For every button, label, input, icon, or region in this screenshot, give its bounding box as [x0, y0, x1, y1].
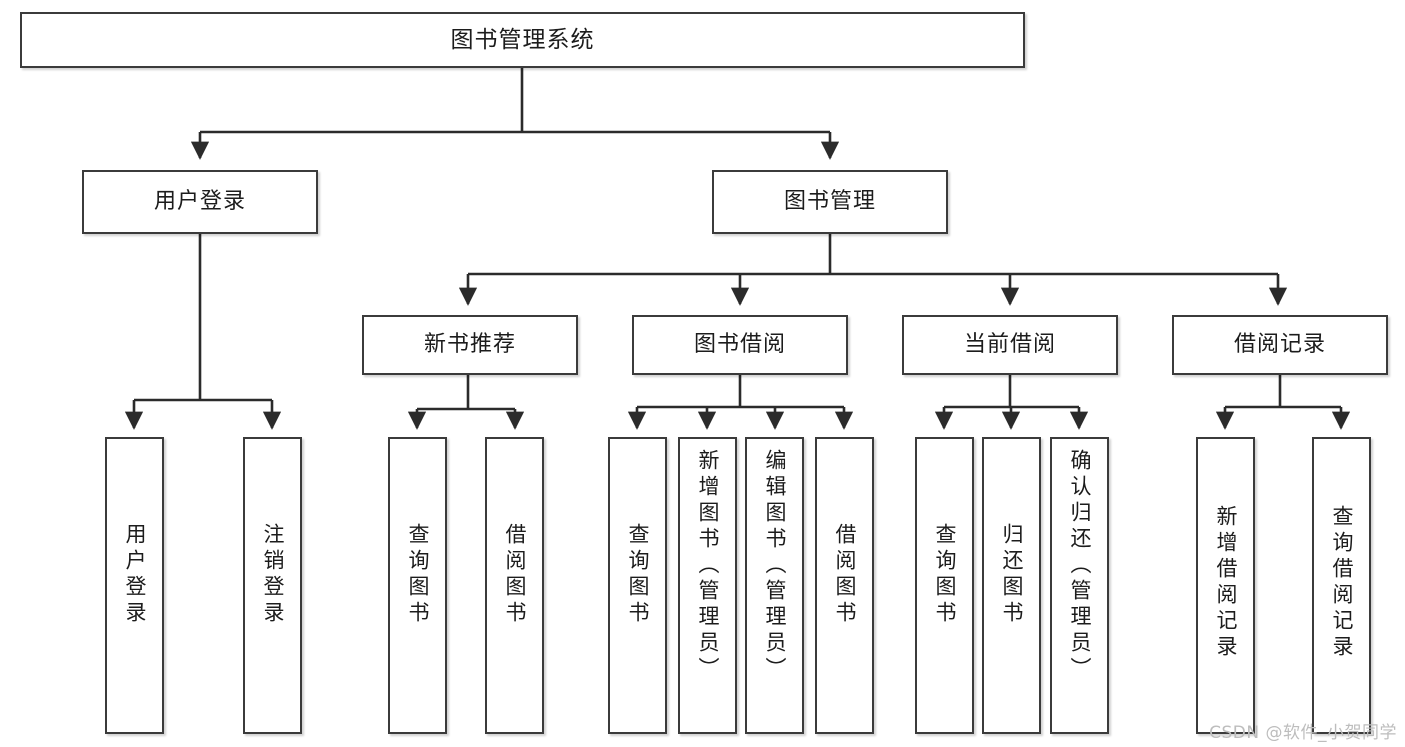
node-label: 查询借阅记录: [1330, 505, 1354, 661]
leaf-query-book-recommend[interactable]: 查询图书: [388, 437, 447, 734]
node-label: 借阅图书: [833, 523, 857, 627]
leaf-query-book[interactable]: 查询图书: [608, 437, 667, 734]
node-label: 注销登录: [261, 523, 285, 627]
csdn-watermark: CSDN @软件_小贺同学: [1209, 723, 1397, 743]
leaf-borrow-book[interactable]: 借阅图书: [815, 437, 874, 734]
node-label: 借阅记录: [1233, 332, 1326, 358]
leaf-confirm-return-admin[interactable]: 确认归还（管理员）: [1050, 437, 1109, 734]
node-label: 用户登录: [123, 523, 147, 627]
leaf-query-book-current[interactable]: 查询图书: [915, 437, 974, 734]
node-label: 当前借阅: [963, 332, 1056, 358]
node-label: 查询图书: [406, 523, 430, 627]
node-label: 借阅图书: [503, 523, 527, 627]
node-label: 查询图书: [626, 523, 650, 627]
node-borrow-record[interactable]: 借阅记录: [1172, 315, 1388, 375]
node-label: 图书管理系统: [450, 26, 595, 53]
node-label: 新增图书（管理员）: [696, 449, 720, 683]
node-label: 用户登录: [153, 189, 246, 215]
node-book-manage[interactable]: 图书管理: [712, 170, 948, 234]
node-label: 归还图书: [1000, 523, 1024, 627]
node-label: 图书管理: [783, 189, 876, 215]
leaf-user-logout[interactable]: 注销登录: [243, 437, 302, 734]
node-label: 编辑图书（管理员）: [763, 449, 787, 683]
node-current-borrow[interactable]: 当前借阅: [902, 315, 1118, 375]
leaf-query-borrow-record[interactable]: 查询借阅记录: [1312, 437, 1371, 734]
leaf-add-book-admin[interactable]: 新增图书（管理员）: [678, 437, 737, 734]
node-user-login[interactable]: 用户登录: [82, 170, 318, 234]
node-label: 新增借阅记录: [1214, 505, 1238, 661]
leaf-add-borrow-record[interactable]: 新增借阅记录: [1196, 437, 1255, 734]
node-label: 新书推荐: [423, 332, 516, 358]
leaf-return-book[interactable]: 归还图书: [982, 437, 1041, 734]
leaf-edit-book-admin[interactable]: 编辑图书（管理员）: [745, 437, 804, 734]
node-label: 查询图书: [933, 523, 957, 627]
leaf-user-login[interactable]: 用户登录: [105, 437, 164, 734]
node-label: 确认归还（管理员）: [1068, 449, 1092, 683]
node-new-book-recommend[interactable]: 新书推荐: [362, 315, 578, 375]
node-book-management-system[interactable]: 图书管理系统: [20, 12, 1025, 68]
leaf-borrow-book-recommend[interactable]: 借阅图书: [485, 437, 544, 734]
node-label: 图书借阅: [693, 332, 786, 358]
node-book-borrow[interactable]: 图书借阅: [632, 315, 848, 375]
